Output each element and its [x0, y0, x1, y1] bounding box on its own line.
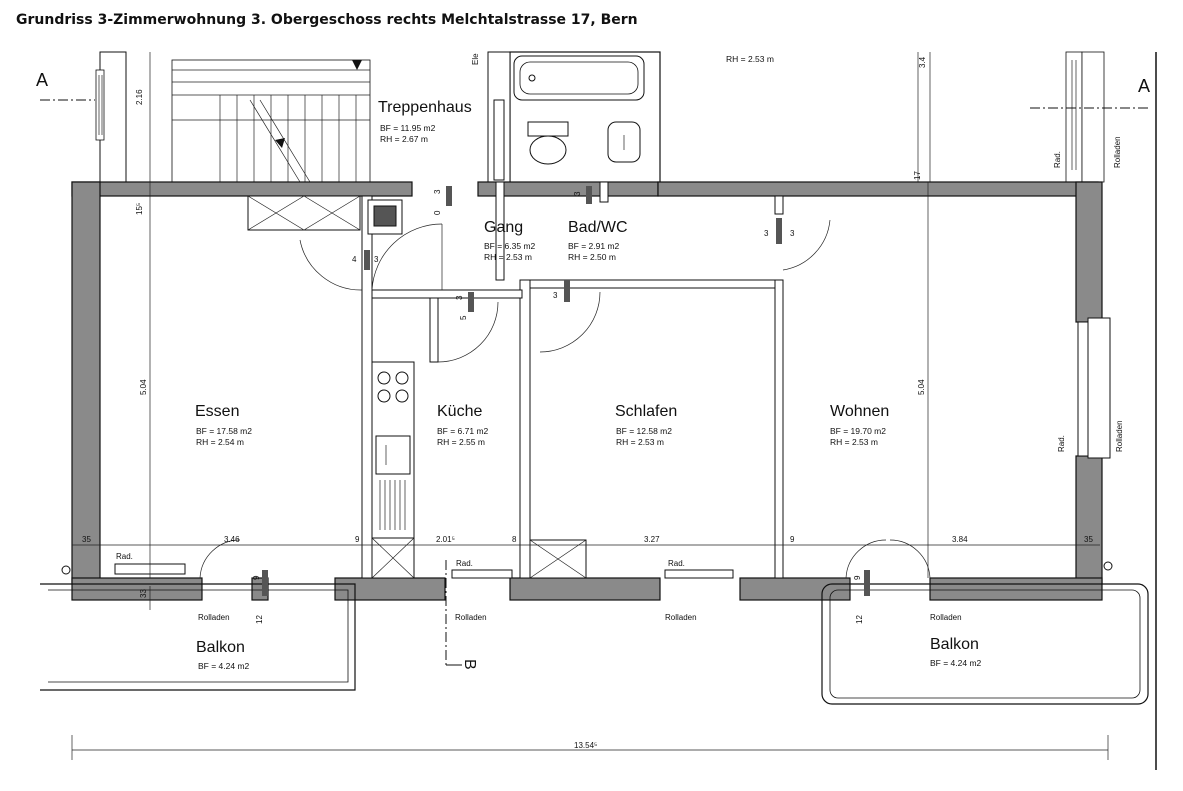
dim-35-left: 35 — [82, 535, 91, 544]
rolladen-label-wohnen: Rolladen — [1115, 420, 1124, 452]
gang-bf: BF = 6.35 m2 — [484, 241, 536, 251]
walls — [71, 181, 1103, 601]
bad-name: Bad/WC — [568, 219, 628, 236]
balconies — [40, 561, 1149, 705]
dim-327: 3.27 — [644, 535, 660, 544]
balkon-left-bf: BF = 4.24 m2 — [198, 661, 250, 671]
dim-0: 0 — [433, 210, 442, 215]
dim-384: 3.84 — [952, 535, 968, 544]
rolladen-label-kueche: Rolladen — [455, 613, 487, 622]
dim-3-g: 3 — [790, 229, 795, 238]
section-b: B — [461, 659, 478, 670]
radiators — [114, 317, 1111, 579]
bad-rh: RH = 2.50 m — [568, 252, 616, 262]
dim-8: 8 — [512, 535, 517, 544]
dim-3-b: 3 — [374, 255, 379, 264]
plan-title: Grundriss 3-Zimmerwohnung 3. Obergeschos… — [16, 12, 638, 28]
wohnen-rh: RH = 2.53 m — [830, 437, 878, 447]
rad-label-kueche: Rad. — [456, 559, 473, 568]
kueche-name: Küche — [437, 403, 482, 420]
treppenhaus-name: Treppenhaus — [378, 99, 472, 116]
kueche-bf: BF = 6.71 m2 — [437, 426, 489, 436]
dim-504-right: 5.04 — [917, 379, 926, 395]
dim-17: 17 — [913, 171, 922, 180]
dim-12-right: 12 — [855, 615, 864, 624]
bad-bf: BF = 2.91 m2 — [568, 241, 620, 251]
balkon-right-name: Balkon — [930, 636, 979, 653]
rad-label-essen: Rad. — [116, 552, 133, 561]
dimension-lines — [71, 182, 1109, 760]
gang-rh: RH = 2.53 m — [484, 252, 532, 262]
rad-label-upper: Rad. — [1053, 151, 1062, 168]
top-rh: RH = 2.53 m — [726, 54, 774, 64]
dim-3-a: 3 — [433, 189, 442, 194]
schlafen-name: Schlafen — [615, 403, 677, 420]
dim-504-left: 5.04 — [139, 379, 148, 395]
dim-9-d: 9 — [853, 575, 862, 580]
dim-5: 5 — [459, 315, 468, 320]
section-a-left: A — [36, 70, 48, 90]
dim-9-c: 9 — [252, 575, 261, 580]
section-a-right: A — [1138, 76, 1150, 96]
dim-3-d: 3 — [553, 291, 558, 300]
dim-9-a: 9 — [355, 535, 360, 544]
essen-bf: BF = 17.58 m2 — [196, 426, 252, 436]
wohnen-bf: BF = 19.70 m2 — [830, 426, 886, 436]
jamb-markers — [262, 186, 870, 596]
upper-area: 2.16 3.4 RH = 2.53 m Rad. Rolladen A A — [36, 51, 1150, 183]
treppenhaus-rh: RH = 2.67 m — [380, 134, 428, 144]
rad-label-schlafen: Rad. — [668, 559, 685, 568]
dim-3-f: 3 — [764, 229, 769, 238]
dim-3-c: 3 — [455, 295, 464, 300]
dim-15: 15⁵ — [135, 203, 144, 215]
schlafen-rh: RH = 2.53 m — [616, 437, 664, 447]
rolladen-label-upper: Rolladen — [1113, 136, 1122, 168]
essen-rh: RH = 2.54 m — [196, 437, 244, 447]
rolladen-label-wohnen-bottom: Rolladen — [930, 613, 962, 622]
wohnen-name: Wohnen — [830, 403, 889, 420]
kitchen-fixtures — [247, 195, 587, 579]
rolladen-label-essen: Rolladen — [198, 613, 230, 622]
doors — [199, 219, 931, 579]
balkon-left-name: Balkon — [196, 639, 245, 656]
dim-9-b: 9 — [790, 535, 795, 544]
treppenhaus-bf: BF = 11.95 m2 — [380, 123, 436, 133]
dim-346: 3.46 — [224, 535, 240, 544]
schlafen-bf: BF = 12.58 m2 — [616, 426, 672, 436]
dim-12-left: 12 — [255, 615, 264, 624]
bathroom-fixtures: Ele — [471, 51, 661, 185]
dim-1354: 13.54⁵ — [574, 741, 597, 750]
dim-34: 3.4 — [918, 56, 927, 68]
rolladen-label-schlafen: Rolladen — [665, 613, 697, 622]
balkon-right-bf: BF = 4.24 m2 — [930, 658, 982, 668]
gang-name: Gang — [484, 219, 523, 236]
dim-3-e: 3 — [573, 191, 582, 196]
rad-label-wohnen: Rad. — [1057, 435, 1066, 452]
dim-201: 2.01⁵ — [436, 535, 455, 544]
kueche-rh: RH = 2.55 m — [437, 437, 485, 447]
dim-216: 2.16 — [135, 89, 144, 105]
dim-4: 4 — [352, 255, 357, 264]
dim-33: 33 — [139, 589, 148, 598]
dim-35-right: 35 — [1084, 535, 1093, 544]
essen-name: Essen — [195, 403, 239, 420]
ele-label: Ele — [471, 53, 480, 65]
